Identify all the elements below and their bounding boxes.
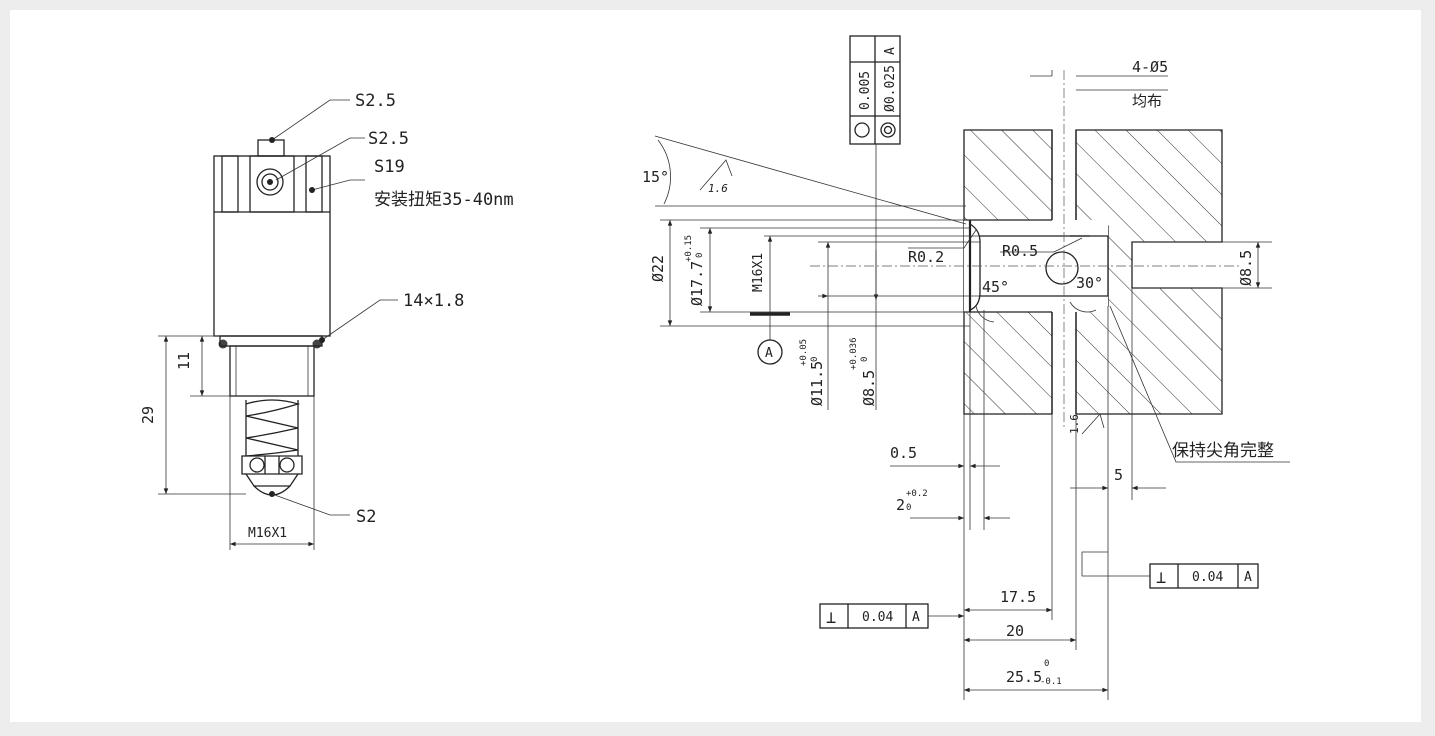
port-section-view: Ø8.5 15° 1.6 A 0.005 Ø0.025 4-Ø5 均布 [642, 35, 1290, 700]
dim-2-tol: +0.2 [906, 489, 928, 499]
angle-30: 30° [1076, 274, 1103, 292]
dim-m16x1-left: M16X1 [248, 526, 287, 541]
gdt-right-datum: A [1244, 570, 1252, 585]
gdt-frame-right: ⊥ 0.04 A [1081, 551, 1259, 589]
angle-15: 15° [642, 168, 669, 186]
callout-s19: S19 [374, 157, 405, 177]
dim-d177-tol: +0.15 [684, 235, 694, 262]
callout-s2: S2 [356, 507, 376, 527]
roughness-bottom: 1.6 [1068, 414, 1081, 434]
datum-a-marker [757, 339, 783, 365]
drawing-frame: S2.5 S2.5 S19 安装扭矩35-40nm 14×1.8 S2 11 2… [10, 10, 1421, 722]
gdt-left-value: 0.04 [862, 610, 893, 625]
radius-r02: R0.2 [908, 248, 944, 266]
technical-drawing: S2.5 S2.5 S19 安装扭矩35-40nm 14×1.8 S2 11 2… [139, 35, 1290, 700]
dim-d115-tol: +0.05 [799, 339, 809, 366]
center-screw [256, 168, 284, 196]
dim-11: 11 [175, 352, 193, 370]
concentricity-icon [880, 122, 896, 138]
gdt-value-0005: 0.005 [858, 71, 873, 110]
dim-2: 2 [896, 496, 905, 514]
callout-torque: 安装扭矩35-40nm [374, 190, 514, 210]
dim-d177-low: 0 [695, 253, 705, 258]
dim-d115-low: 0 [810, 357, 820, 362]
tip-nut [241, 455, 303, 475]
dim-17-5: 17.5 [1000, 588, 1036, 606]
dim-d85-low: 0 [860, 357, 870, 362]
valve-side-view: S2.5 S2.5 S19 安装扭矩35-40nm 14×1.8 S2 11 2… [139, 91, 514, 550]
threaded-section [229, 345, 315, 397]
dim-d85-outlet: Ø8.5 [1237, 250, 1255, 286]
dim-29: 29 [139, 406, 157, 424]
dim-2-low: 0 [906, 503, 911, 513]
gdt-datum-a-top: A [883, 47, 898, 55]
gdt-left-datum: A [912, 610, 920, 625]
callout-s25-top: S2.5 [355, 91, 396, 111]
dim-d115: Ø11.5 [808, 361, 826, 406]
perpendicularity-icon-right: ⊥ [1156, 568, 1166, 588]
circularity-icon [854, 122, 870, 138]
dim-d85-tol: +0.036 [849, 337, 859, 370]
dim-25-5-lower: -0.1 [1040, 677, 1062, 687]
callout-oring: 14×1.8 [403, 291, 464, 311]
angle-45: 45° [982, 278, 1009, 296]
spring [245, 399, 301, 457]
hole-pattern: 均布 [1132, 92, 1162, 110]
perpendicularity-icon-left: ⊥ [826, 608, 836, 628]
dim-25-5: 25.5 [1006, 668, 1042, 686]
dim-m16x1-right: M16X1 [751, 253, 766, 292]
dim-d177: Ø17.7 [688, 261, 706, 306]
dim-20: 20 [1006, 622, 1024, 640]
gdt-value-d0025: Ø0.025 [883, 65, 898, 112]
radius-r05: R0.5 [1002, 242, 1038, 260]
dim-5: 5 [1114, 466, 1123, 484]
note-keep-sharp: 保持尖角完整 [1172, 441, 1274, 461]
gdt-frame-left: ⊥ 0.04 A [819, 603, 964, 629]
dim-25-5-upper: 0 [1044, 659, 1049, 669]
roughness-top: 1.6 [708, 182, 728, 195]
gdt-right-value: 0.04 [1192, 570, 1223, 585]
callout-s25-center: S2.5 [368, 129, 409, 149]
dim-d22: Ø22 [649, 255, 667, 282]
datum-a-label: A [765, 346, 773, 361]
dim-d85: Ø8.5 [860, 370, 878, 406]
dim-0-5: 0.5 [890, 444, 917, 462]
gdt-frame-vertical: A 0.005 Ø0.025 [849, 35, 901, 301]
check-ball [1045, 251, 1079, 285]
hole-count: 4-Ø5 [1132, 58, 1168, 76]
